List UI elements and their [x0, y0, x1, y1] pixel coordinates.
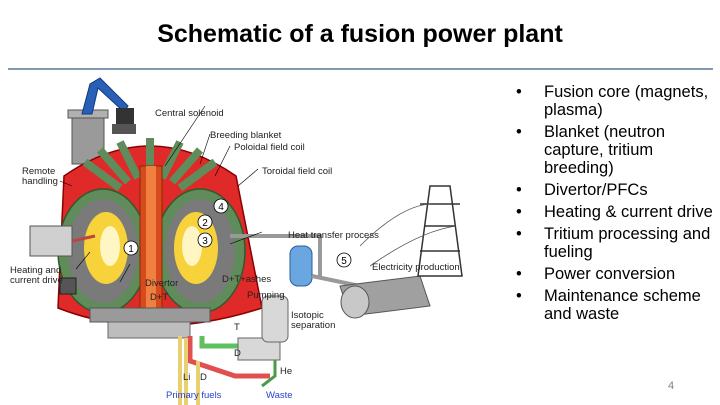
bullet-marker: •	[516, 123, 522, 141]
label-d-t: D+T	[150, 292, 168, 303]
bullet-marker: •	[516, 83, 522, 101]
remote-handling-crane	[67, 77, 136, 165]
bullet-item: •Maintenance scheme and waste	[516, 287, 701, 323]
marker-5: 5	[336, 252, 352, 268]
title-divider	[8, 68, 713, 70]
bullet-marker: •	[516, 287, 522, 305]
svg-text:5: 5	[341, 256, 347, 267]
marker-1: 1	[123, 240, 139, 256]
bullet-marker: •	[516, 225, 522, 243]
svg-text:1: 1	[128, 244, 134, 255]
leader-lines	[59, 105, 263, 283]
toroidal-field-coils	[82, 138, 218, 192]
label-waste: Waste	[266, 390, 293, 401]
isotopic-separation-unit	[261, 295, 289, 343]
label-d: D	[234, 348, 241, 359]
turbine-generator	[339, 275, 431, 319]
page-number: 4	[668, 380, 675, 392]
bullet-marker: •	[516, 265, 522, 283]
label-toroidal-field-coil: Toroidal field coil	[262, 166, 332, 177]
label-remote-handling: Remote	[22, 166, 55, 177]
bullet-item: •Blanket (neutron capture, tritium breed…	[516, 123, 666, 177]
label-electricity: Electricity production	[372, 262, 460, 273]
bullet-marker: •	[516, 203, 522, 221]
tokamak	[57, 138, 263, 339]
label-central-solenoid: Central solenoid	[155, 108, 224, 119]
heating-system	[29, 225, 96, 295]
label-heating: Heating and	[10, 265, 61, 276]
label-remote-handling-2: handling	[22, 176, 58, 187]
svg-text:2: 2	[202, 218, 208, 229]
bullet-item: •Divertor/PFCs	[516, 181, 648, 199]
fuel-cycle	[178, 295, 289, 405]
label-t: T	[234, 322, 240, 333]
label-heating-2: current drive	[10, 275, 63, 286]
svg-text:3: 3	[202, 236, 208, 247]
label-heat-transfer: Heat transfer process	[288, 230, 379, 241]
label-breeding-blanket: Breeding blanket	[210, 130, 282, 141]
label-divertor: Divertor	[145, 278, 178, 289]
label-poloidal-field-coil: Poloidal field coil	[234, 142, 305, 153]
label-d-t-ashes: D+T+ashes	[222, 274, 271, 285]
pumping-unit	[237, 337, 281, 361]
heat-exchanger	[289, 245, 313, 287]
marker-4: 4	[213, 198, 229, 214]
label-he: He	[280, 366, 292, 377]
bullet-item: •Tritium processing and fueling	[516, 225, 711, 261]
marker-2: 2	[197, 214, 213, 230]
fusion-plant-diagram: 1 2 3 4 5 Central solenoid Breeding blan…	[10, 77, 463, 405]
label-isotopic-2: separation	[291, 320, 335, 331]
bullet-list: •Fusion core (magnets, plasma) •Blanket …	[514, 83, 714, 327]
label-isotopic: Isotopic	[291, 310, 324, 321]
bullet-item: •Heating & current drive	[516, 203, 713, 221]
label-li: Li	[183, 372, 190, 383]
bullet-marker: •	[516, 181, 522, 199]
label-primary-fuels: Primary fuels	[166, 390, 222, 401]
label-d-bottom: D	[200, 372, 207, 383]
label-pumping: Pumping	[247, 290, 285, 301]
svg-text:4: 4	[218, 202, 224, 213]
bullet-item: •Fusion core (magnets, plasma)	[516, 83, 709, 119]
slide-title: Schematic of a fusion power plant	[157, 20, 563, 48]
power-pylon	[359, 185, 463, 277]
marker-3: 3	[197, 232, 213, 248]
bullet-item: •Power conversion	[516, 265, 676, 283]
